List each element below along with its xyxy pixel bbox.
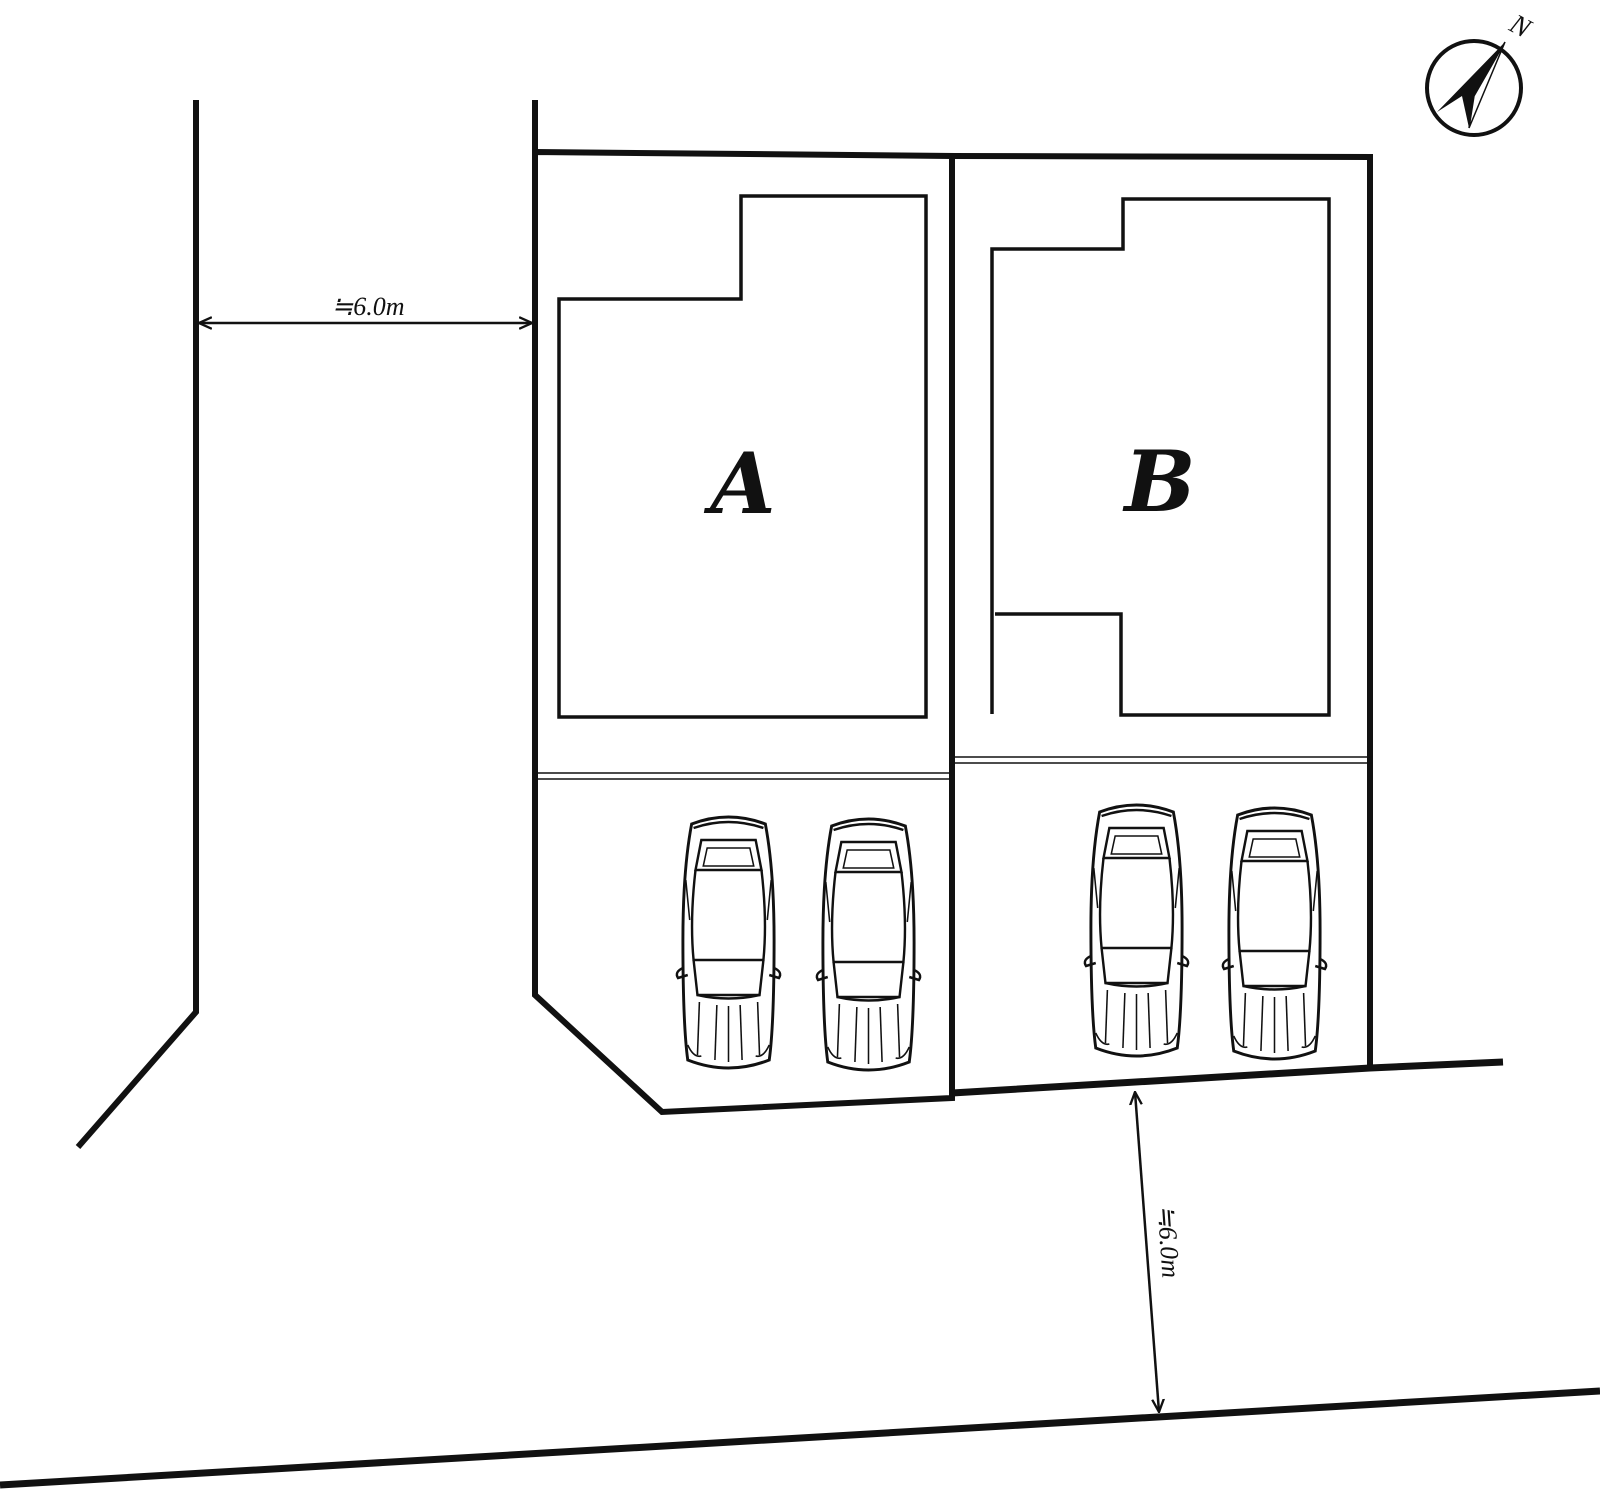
south-road-dimension-line <box>1135 1092 1159 1412</box>
car-icon <box>1221 806 1328 1061</box>
compass-needle <box>1437 42 1505 128</box>
west-road-width-label: ≒6.0m <box>331 292 404 321</box>
lot-a: A <box>532 149 955 1116</box>
parking-lot-b <box>1083 803 1328 1061</box>
west-road-outer-edge <box>75 100 199 1149</box>
north-arrow-icon: N <box>1425 8 1537 137</box>
south-road-near-edge <box>951 1058 1504 1097</box>
lot-a-boundary <box>532 149 955 1116</box>
car-icon <box>675 815 782 1070</box>
lot-a-building-footprint <box>557 194 928 719</box>
south-road-width-label: ≒6.0m <box>1151 1204 1185 1279</box>
parking-lot-a <box>675 815 922 1072</box>
lot-a-label: A <box>703 434 775 533</box>
south-road-far-edge <box>0 1387 1600 1489</box>
lot-b-label: B <box>1123 432 1196 531</box>
compass-needle-light <box>1468 41 1506 129</box>
west-road <box>75 100 538 1149</box>
compass-ring <box>1425 39 1523 137</box>
car-icon <box>1083 803 1190 1058</box>
car-icon <box>815 817 922 1072</box>
south-road-dimension: ≒6.0m <box>1135 1092 1185 1412</box>
west-road-dimension: ≒6.0m <box>199 292 532 323</box>
compass-north-label: N <box>1504 8 1537 45</box>
lot-b-building-footprint <box>990 197 1331 717</box>
